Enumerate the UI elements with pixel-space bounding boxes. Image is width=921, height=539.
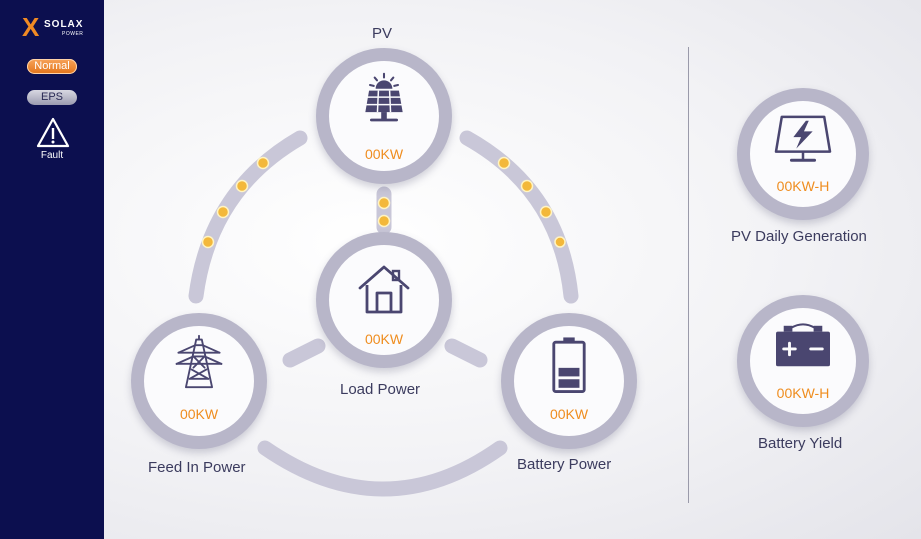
logo-name: SOLAX — [44, 19, 84, 30]
load-node[interactable]: 00KW — [316, 232, 452, 368]
flow-line-load-grid — [282, 338, 326, 368]
section-divider — [688, 47, 689, 503]
grid-node[interactable]: 00KW — [131, 313, 267, 449]
car-battery-icon — [776, 323, 830, 367]
pv-daily-value: 00KW-H — [776, 178, 830, 194]
pv-daily-label: PV Daily Generation — [731, 228, 867, 245]
pv-monitor-lightning-icon — [774, 115, 832, 162]
flow-dot — [497, 156, 511, 170]
solar-panel-icon — [365, 72, 403, 122]
load-label: Load Power — [340, 381, 421, 398]
flow-dot — [256, 156, 270, 170]
pv-label: PV — [372, 25, 393, 42]
fault-label: Fault — [40, 150, 64, 161]
solax-logo: X SOLAX POWER — [22, 12, 86, 42]
battery-yield-node[interactable]: 00KW-H — [737, 295, 869, 427]
battery-yield-value: 00KW-H — [776, 385, 830, 401]
flow-dot — [377, 196, 391, 210]
mode-normal-button[interactable]: Normal — [27, 59, 77, 74]
flow-line-pv-grid — [188, 130, 308, 304]
battery-yield-label: Battery Yield — [758, 435, 843, 452]
battery-value: 00KW — [549, 406, 589, 422]
flow-line-load-battery — [444, 338, 488, 368]
flow-dot — [520, 179, 534, 193]
flow-dot — [216, 205, 230, 219]
pv-value: 00KW — [364, 146, 404, 162]
sidebar: X SOLAX POWER Normal EPS Fault — [0, 0, 104, 539]
grid-value: 00KW — [179, 406, 219, 422]
mode-eps-button[interactable]: EPS — [27, 90, 77, 105]
power-tower-icon — [175, 334, 223, 389]
logo-sub: POWER — [62, 31, 84, 37]
grid-label: Feed In Power — [148, 459, 246, 476]
battery-icon — [552, 337, 586, 394]
battery-label: Battery Power — [517, 456, 612, 473]
battery-node[interactable]: 00KW — [501, 313, 637, 449]
flow-dot — [554, 236, 566, 248]
house-icon — [358, 265, 410, 314]
flow-dot — [235, 179, 249, 193]
flow-line-grid-battery — [257, 440, 508, 497]
flow-line-pv-battery — [459, 130, 579, 304]
logo-mark: X — [22, 12, 40, 42]
load-value: 00KW — [364, 331, 404, 347]
flow-dot — [201, 235, 215, 249]
flow-dot — [377, 214, 391, 228]
flow-dot — [539, 205, 553, 219]
pv-node[interactable]: 00KW — [316, 48, 452, 184]
warning-triangle-icon[interactable] — [36, 117, 70, 149]
pv-daily-node[interactable]: 00KW-H — [737, 88, 869, 220]
